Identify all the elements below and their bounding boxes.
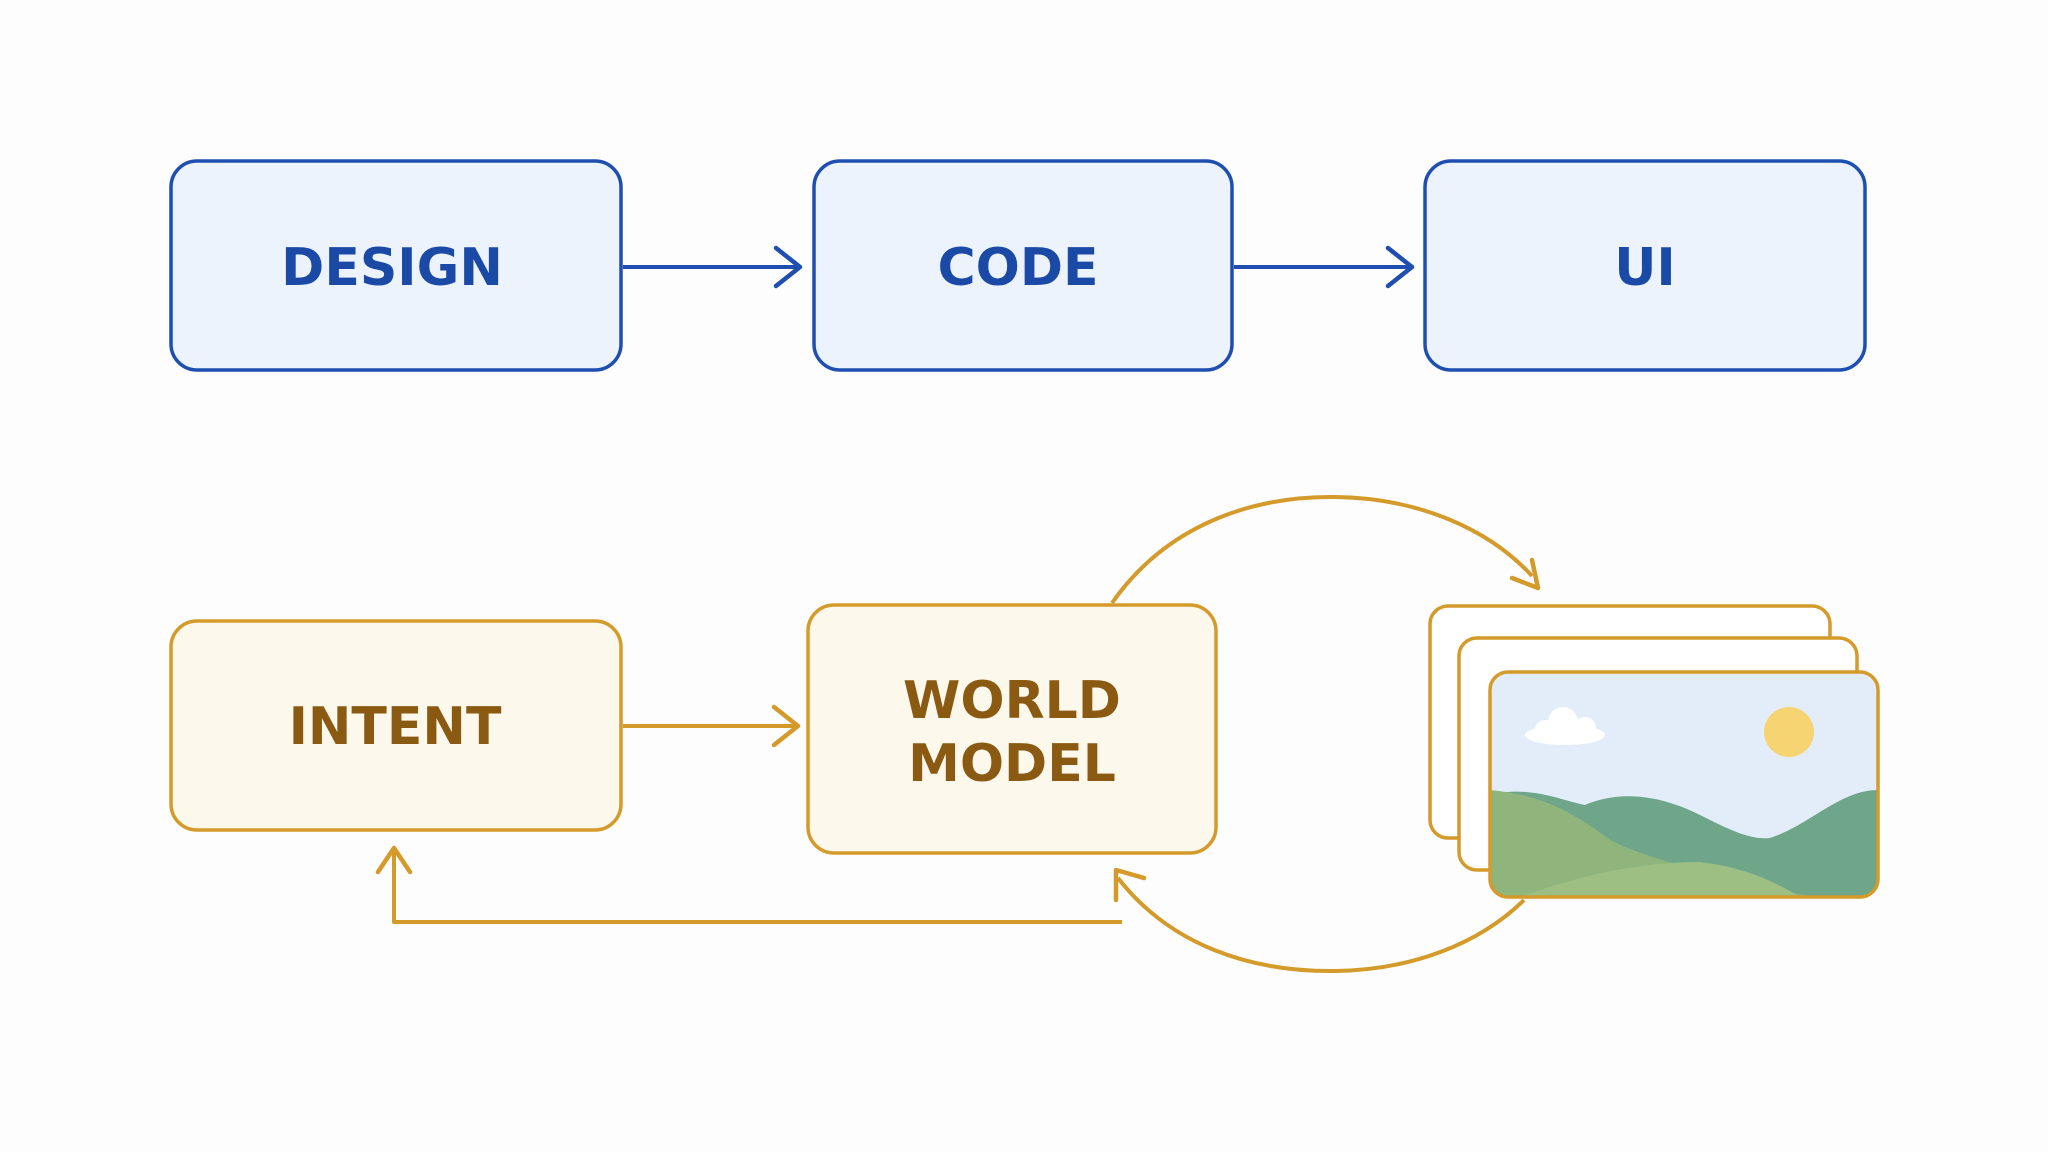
- cloud-icon: [1525, 707, 1605, 745]
- world-model-label-line1: WORLD: [903, 671, 1121, 731]
- arrow-feedback-to-intent: [375, 845, 1122, 924]
- top-flow: DESIGN CODE UI: [169, 159, 1867, 372]
- arrow-world-model-to-frames: [1110, 494, 1541, 605]
- arrow-frames-to-world-model: [1113, 867, 1526, 974]
- sun-icon: [1764, 707, 1814, 757]
- ui-node: UI: [1423, 159, 1867, 372]
- ui-label: UI: [1614, 238, 1676, 298]
- arrow-intent-to-world-model: [623, 704, 801, 748]
- intent-label: INTENT: [289, 697, 502, 757]
- intent-node: INTENT: [169, 619, 623, 832]
- code-node: CODE: [812, 159, 1234, 372]
- world-model-node: WORLD MODEL: [806, 603, 1218, 855]
- landscape-image-stack-icon: [1428, 604, 1880, 899]
- arrow-code-to-ui: [1234, 245, 1415, 289]
- code-label: CODE: [937, 238, 1098, 298]
- design-node: DESIGN: [169, 159, 623, 372]
- bottom-flow: INTENT WORLD MODEL: [169, 494, 1880, 974]
- arrow-design-to-code: [623, 245, 803, 289]
- world-model-label-line2: MODEL: [908, 734, 1116, 794]
- design-label: DESIGN: [281, 238, 503, 298]
